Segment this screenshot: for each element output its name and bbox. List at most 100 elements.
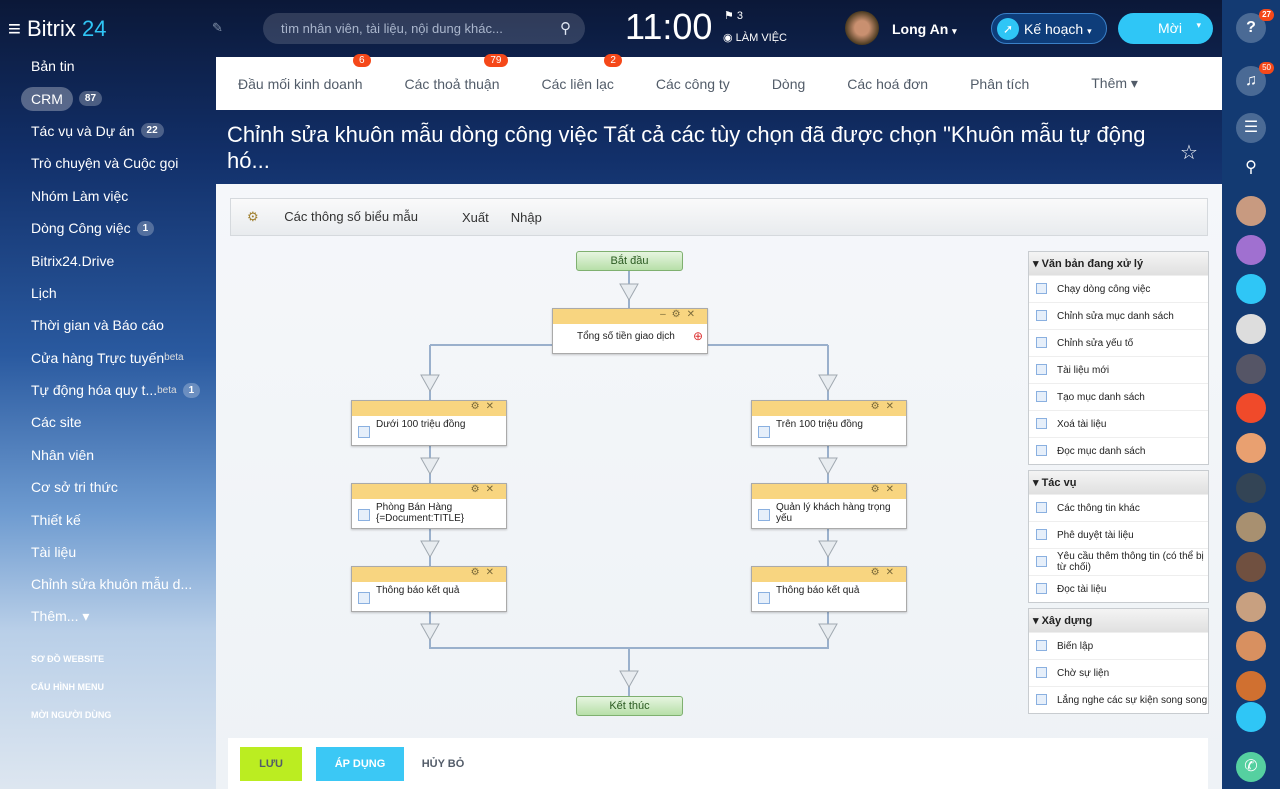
sidebar-item[interactable]: Bản tin: [0, 50, 216, 82]
avatar[interactable]: [845, 11, 879, 45]
tab-item[interactable]: Các công ty: [656, 76, 730, 92]
chat-icon[interactable]: ☰: [1236, 113, 1266, 143]
screen-share-icon[interactable]: [1236, 702, 1266, 732]
end-node[interactable]: Kết thúc: [576, 696, 683, 716]
panel-item[interactable]: Phê duyệt tài liệu: [1029, 521, 1208, 548]
sidebar-item[interactable]: Thiết kế: [0, 503, 216, 535]
block-controls[interactable]: ⚙✕: [752, 401, 906, 416]
search-input[interactable]: tìm nhân viên, tài liệu, nội dung khác..…: [263, 13, 585, 44]
panel-item[interactable]: Đọc mục danh sách: [1029, 437, 1208, 464]
contact-avatar[interactable]: [1236, 473, 1266, 503]
lock-icon[interactable]: [1236, 274, 1266, 304]
contact-avatar[interactable]: [1236, 196, 1266, 226]
activity-block[interactable]: ⚙✕Thông báo kết quả: [351, 566, 507, 612]
contact-avatar[interactable]: [1236, 631, 1266, 661]
contact-avatar[interactable]: [1236, 354, 1266, 384]
tab-item[interactable]: Dòng: [772, 76, 805, 92]
search-icon[interactable]: ⚲: [1245, 159, 1257, 176]
panel-group-header[interactable]: ▾ Văn bản đang xử lý: [1029, 252, 1208, 275]
activity-block[interactable]: ⚙✕Phòng Bán Hàng {=Document:TITLE}: [351, 483, 507, 529]
sidebar-item[interactable]: Lịch: [0, 277, 216, 309]
logo[interactable]: ≡ Bitrix 24: [8, 16, 107, 41]
edit-icon[interactable]: ✎: [212, 20, 223, 35]
panel-item[interactable]: Xoá tài liệu: [1029, 410, 1208, 437]
block-controls[interactable]: ⚙✕: [352, 401, 506, 416]
activity-block[interactable]: ⚙✕Dưới 100 triệu đồng: [351, 400, 507, 446]
bell-icon[interactable]: ♫50: [1236, 62, 1274, 96]
tab-item[interactable]: Thêm ▾: [1091, 75, 1138, 92]
sidebar-item[interactable]: Nhóm Làm việc: [0, 180, 216, 212]
contact-avatar[interactable]: [1236, 552, 1266, 582]
template-params-button[interactable]: ⚙ Các thông số biểu mẫu: [247, 209, 418, 224]
export-button[interactable]: Xuất: [461, 209, 489, 225]
panel-item[interactable]: Tài liệu mới: [1029, 356, 1208, 383]
panel-item[interactable]: Yêu cầu thêm thông tin (có thể bị từ chố…: [1029, 548, 1208, 575]
panel-group-header[interactable]: ▾ Tác vụ: [1029, 471, 1208, 494]
sidebar-item[interactable]: Tài liệu: [0, 536, 216, 568]
panel-item[interactable]: Tạo mục danh sách: [1029, 383, 1208, 410]
panel-group-header[interactable]: ▾ Xây dựng: [1029, 609, 1208, 632]
condition-block[interactable]: –⚙✕Tổng số tiền giao dịch⊕: [552, 308, 708, 354]
block-controls[interactable]: ⚙✕: [352, 484, 506, 499]
clock[interactable]: 11:00: [625, 6, 713, 47]
contact-avatar[interactable]: [1236, 314, 1266, 344]
contact-avatar[interactable]: [1236, 671, 1266, 701]
plan-button[interactable]: ➚Kế hoạch ▾: [991, 13, 1107, 44]
add-branch-icon[interactable]: ⊕: [692, 329, 703, 343]
panel-item[interactable]: Đọc tài liệu: [1029, 575, 1208, 602]
cancel-button[interactable]: HỦY BỎ: [421, 757, 465, 770]
invite-button[interactable]: Mời▾: [1118, 13, 1213, 44]
sidebar-link[interactable]: SƠ ĐỒ WEBSITE: [31, 654, 105, 665]
panel-item[interactable]: Các thông tin khác: [1029, 494, 1208, 521]
collapse-icon[interactable]: ▾: [1033, 615, 1042, 627]
activity-block[interactable]: ⚙✕Quản lý khách hàng trọng yếu: [751, 483, 907, 529]
tab-item[interactable]: Các hoá đơn: [847, 76, 928, 92]
panel-item[interactable]: Chỉnh sửa yếu tố: [1029, 329, 1208, 356]
work-status[interactable]: ◉ LÀM VIỆC: [723, 32, 788, 44]
block-controls[interactable]: ⚙✕: [752, 484, 906, 499]
sidebar-item[interactable]: Chỉnh sửa khuôn mẫu d...: [0, 568, 216, 600]
sidebar-item[interactable]: Trò chuyện và Cuộc gọi: [0, 147, 216, 179]
panel-item[interactable]: Chạy dòng công việc: [1029, 275, 1208, 302]
contact-avatar[interactable]: [1236, 433, 1266, 463]
apply-button[interactable]: ÁP DỤNG: [316, 746, 404, 781]
sidebar-item[interactable]: Các site: [0, 406, 216, 438]
contact-avatar[interactable]: [1236, 592, 1266, 622]
import-button[interactable]: Nhập: [510, 209, 542, 225]
phone-icon[interactable]: ✆: [1236, 752, 1266, 782]
sidebar-link[interactable]: MỜI NGƯỜI DÙNG: [31, 710, 112, 721]
block-controls[interactable]: ⚙✕: [352, 567, 506, 582]
megaphone-icon[interactable]: [1236, 393, 1266, 423]
panel-item[interactable]: Chỉnh sửa mục danh sách: [1029, 302, 1208, 329]
contact-avatar[interactable]: [1236, 512, 1266, 542]
tab-item[interactable]: Phân tích: [970, 76, 1029, 92]
save-button[interactable]: LƯU: [240, 746, 302, 781]
chevron-down-icon[interactable]: ▾: [1196, 20, 1201, 30]
block-controls[interactable]: –⚙✕: [553, 309, 707, 324]
sidebar-item[interactable]: Thêm... ▾: [0, 601, 216, 633]
user-menu[interactable]: Long An ▾: [892, 21, 957, 37]
sidebar-item[interactable]: Nhân viên: [0, 439, 216, 471]
contact-avatar[interactable]: [1236, 235, 1266, 265]
panel-item[interactable]: Lắng nghe các sự kiện song song: [1029, 686, 1208, 713]
collapse-icon[interactable]: ▾: [1033, 258, 1042, 270]
panel-item[interactable]: Chờ sự liện: [1029, 659, 1208, 686]
help-icon[interactable]: ?27: [1236, 9, 1274, 43]
start-node[interactable]: Bắt đầu: [576, 251, 683, 271]
sidebar-link[interactable]: CẤU HÌNH MENU: [31, 682, 104, 693]
panel-item[interactable]: Biến lập: [1029, 632, 1208, 659]
menu-icon[interactable]: ≡: [8, 16, 27, 41]
search-icon[interactable]: ⚲: [560, 20, 571, 37]
sidebar-item[interactable]: Bitrix24.Drive: [0, 244, 216, 276]
collapse-icon[interactable]: ▾: [1033, 477, 1042, 489]
star-icon[interactable]: ☆: [1180, 142, 1198, 164]
activity-block[interactable]: ⚙✕Trên 100 triệu đồng: [751, 400, 907, 446]
